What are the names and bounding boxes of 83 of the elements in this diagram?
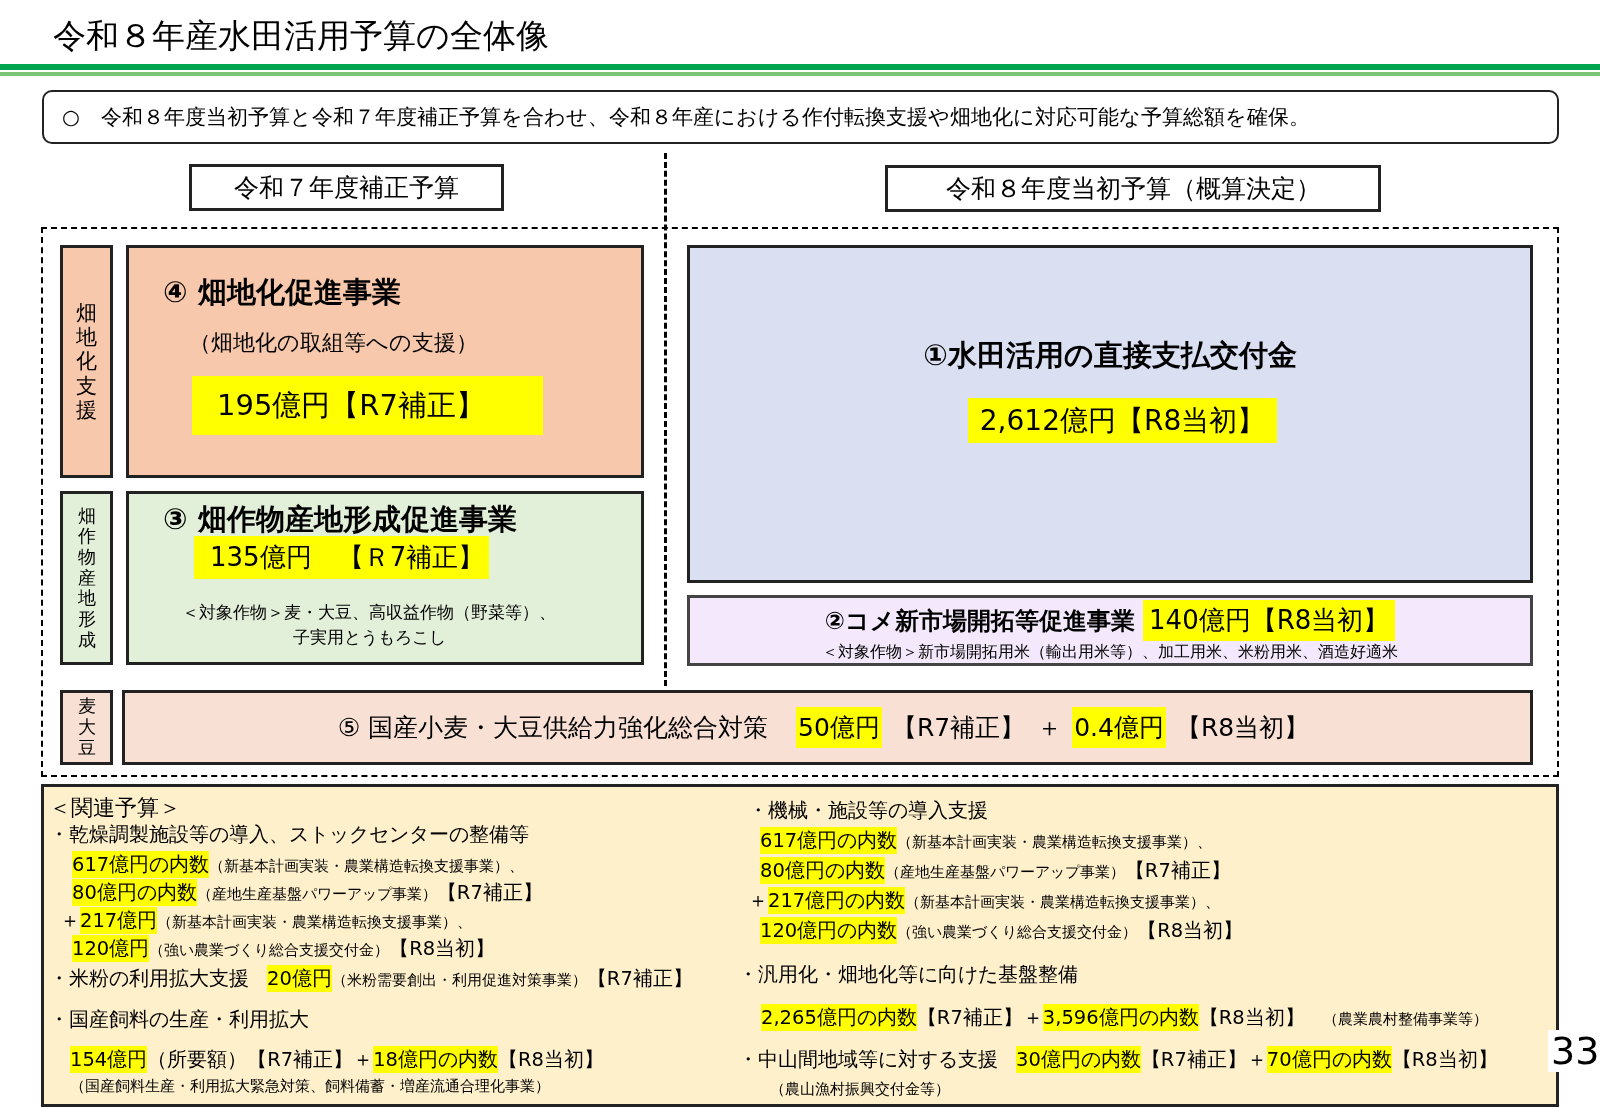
budget-amount: 3,596億円の内数 bbox=[1042, 1004, 1199, 1031]
budget-item-text: 【R7補正】 bbox=[436, 880, 543, 906]
budget-item-text: ・国産飼料の生産・利用拡大 bbox=[49, 1007, 309, 1033]
program-note: （米粉需要創出・利用促進対策事業） bbox=[331, 971, 587, 990]
program-note: （新基本計画実装・農業構造転換支援事業）、 bbox=[905, 893, 1221, 912]
category-label: 麦大豆 bbox=[77, 696, 96, 759]
program-title: ①水田活用の直接支払交付金 bbox=[922, 337, 1298, 374]
budget-item-text: 【R8当初】 bbox=[389, 936, 496, 962]
budget-item-text: 【R7補正】＋ bbox=[1140, 1047, 1267, 1073]
heading-text: 令和７年度補正予算 bbox=[234, 172, 459, 204]
summary-box bbox=[42, 90, 1559, 144]
program-note: （国産飼料生産・利用拡大緊急対策、飼料備蓄・増産流通合理化事業） bbox=[70, 1077, 550, 1096]
page-number: 33 bbox=[1548, 1030, 1600, 1072]
budget-amount: 617億円の内数 bbox=[72, 851, 210, 878]
budget-amount: 217億円 bbox=[80, 907, 158, 934]
budget-item-text: ・機械・施設等の導入支援 bbox=[748, 798, 988, 824]
program-title: ②コメ新市場開拓等促進事業 bbox=[824, 605, 1136, 637]
category-box bbox=[60, 245, 113, 478]
page-title: 令和８年産水田活用予算の全体像 bbox=[53, 15, 549, 57]
program-note: （新基本計画実装・農業構造転換支援事業）、 bbox=[157, 913, 473, 932]
budget-item-text: 【R8当初】 bbox=[498, 1047, 604, 1073]
budget-amount: 18億円の内数 bbox=[373, 1046, 499, 1073]
heading-box bbox=[189, 164, 504, 211]
budget-item-text: 【R8当初】 bbox=[1198, 1005, 1305, 1031]
program-note: （新基本計画実装・農業構造転換支援事業）、 bbox=[897, 833, 1213, 852]
budget-amount: 120億円 bbox=[72, 935, 150, 962]
program-box bbox=[122, 690, 1533, 765]
budget-amount: 2,612億円【R8当初】 bbox=[968, 398, 1277, 443]
category-label: 畑地化支援 bbox=[76, 301, 97, 422]
program-title: ④ 畑地化促進事業 bbox=[163, 274, 401, 311]
budget-amount: 154億円 bbox=[70, 1046, 148, 1073]
program-note: （強い農業づくり総合支援交付金） bbox=[149, 941, 390, 960]
heading-text: 令和８年度当初予算（概算決定） bbox=[945, 173, 1321, 205]
budget-item-text: ＋ bbox=[60, 908, 80, 934]
budget-tag: 【R8当初】 bbox=[1173, 707, 1312, 748]
budget-item-text: ・汎用化・畑地化等に向けた基盤整備 bbox=[738, 962, 1078, 988]
budget-amount: 2,265億円の内数 bbox=[761, 1004, 917, 1031]
program-note: （産地生産基盤パワーアップ事業） bbox=[884, 863, 1125, 882]
budget-amount: 617億円の内数 bbox=[760, 827, 898, 854]
budget-tag: 【R7補正】 bbox=[889, 707, 1028, 748]
section-heading: ＜関連予算＞ bbox=[49, 794, 181, 822]
budget-item-text: 【R8当初】 bbox=[1137, 918, 1244, 944]
program-box bbox=[126, 491, 644, 665]
budget-amount: 20億円 bbox=[267, 965, 332, 992]
budget-amount: 195億円【R7補正】 bbox=[192, 376, 543, 435]
budget-item-text: 【R7補正】＋ bbox=[916, 1005, 1043, 1031]
program-note: ＜対象作物＞麦・大豆、高収益作物（野菜等）、子実用とうもろこし bbox=[181, 601, 557, 649]
budget-item-text: ・乾燥調製施設等の導入、ストックセンターの整備等 bbox=[49, 822, 529, 848]
program-box bbox=[687, 245, 1533, 583]
category-box bbox=[60, 690, 113, 765]
program-note: （農業農村整備事業等） bbox=[1322, 1010, 1488, 1029]
plus-sign: ＋ bbox=[1036, 712, 1064, 744]
budget-amount: 140億円【R8当初】 bbox=[1143, 600, 1396, 641]
summary-text: ○ 令和８年度当初予算と令和７年度補正予算を合わせ、令和８年産における作付転換支援や畑地化に対応可能な予算総額を確保。 bbox=[62, 104, 1310, 131]
budget-amount: 50億円 bbox=[796, 707, 882, 748]
program-note: ＜対象作物＞新市場開拓用米（輸出用米等）、加工用米、米粉用米、酒造好適米 bbox=[821, 642, 1399, 663]
budget-amount: 120億円の内数 bbox=[760, 917, 898, 944]
budget-amount: 135億円 【Ｒ7補正】 bbox=[194, 536, 489, 579]
budget-item-text: 【R7補正】 bbox=[1124, 858, 1231, 884]
category-label: 畑作物産地形成 bbox=[77, 505, 96, 651]
budget-item-text: 【R7補正】 bbox=[586, 966, 693, 992]
heading-box bbox=[885, 165, 1381, 212]
program-box bbox=[126, 245, 644, 478]
budget-amount: 80億円の内数 bbox=[72, 879, 197, 906]
program-note: （産地生産基盤パワーアップ事業） bbox=[196, 885, 437, 904]
budget-amount: 0.4億円 bbox=[1072, 707, 1166, 748]
budget-amount: 30億円の内数 bbox=[1016, 1046, 1141, 1073]
program-note: （畑地化の取組等への支援） bbox=[189, 329, 478, 357]
program-title: ③ 畑作物産地形成促進事業 bbox=[163, 501, 517, 538]
category-box bbox=[60, 491, 113, 665]
budget-amount: 80億円の内数 bbox=[760, 857, 885, 884]
budget-item-text: 【R8当初】 bbox=[1391, 1047, 1498, 1073]
program-note: （強い農業づくり総合支援交付金） bbox=[897, 923, 1138, 942]
budget-item-text: ・中山間地域等に対する支援 bbox=[738, 1047, 998, 1073]
program-note: （新基本計画実装・農業構造転換支援事業）、 bbox=[209, 857, 525, 876]
program-note: （農山漁村振興交付金等） bbox=[770, 1080, 950, 1099]
budget-amount: 70億円の内数 bbox=[1266, 1046, 1392, 1073]
budget-item-text: ＋ bbox=[748, 888, 768, 914]
budget-amount: 217億円の内数 bbox=[768, 887, 906, 914]
program-box bbox=[687, 595, 1533, 666]
program-title: ⑤ 国産小麦・大豆供給力強化総合対策 bbox=[336, 712, 770, 744]
budget-item-text: ・米粉の利用拡大支援 bbox=[49, 966, 249, 992]
budget-item-text: （所要額）【R7補正】＋ bbox=[147, 1047, 374, 1073]
